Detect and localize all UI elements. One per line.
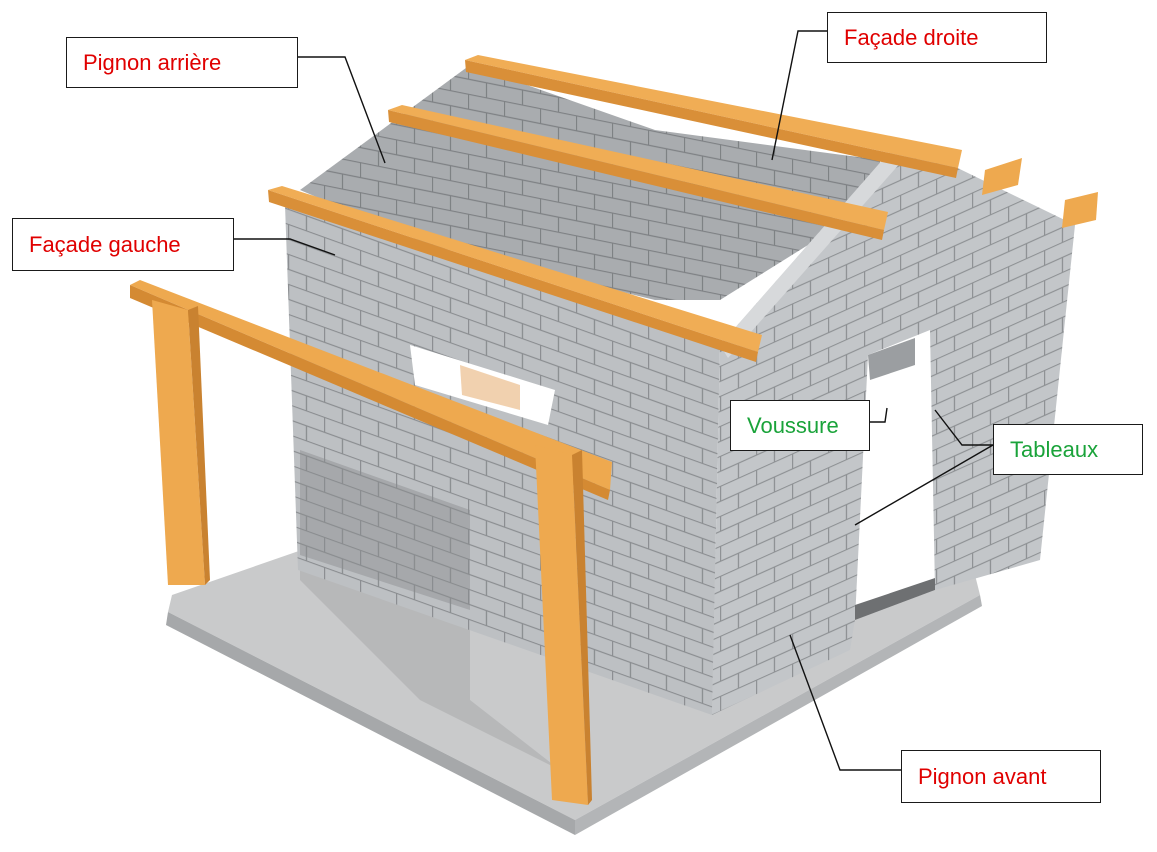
leader-pignon-avant [789,634,901,771]
left-wall [285,205,720,715]
rear-gable-inner [300,65,880,300]
leader-tableaux-1 [934,409,993,446]
leader-facade-droite [771,30,828,161]
leader-pignon-arriere [298,56,386,164]
door-opening [855,330,935,620]
label-voussure: Voussure [730,400,870,451]
leader-voussure [870,407,888,423]
label-facade-gauche: Façade gauche [12,218,234,271]
label-facade-droite: Façade droite [827,12,1047,63]
leader-tableaux-2 [854,444,994,526]
label-pignon-arriere: Pignon arrière [66,37,298,88]
roof-purlins [268,55,1098,362]
porch-frame [130,280,612,805]
label-tableaux: Tableaux [993,424,1143,475]
leader-facade-gauche [233,238,336,256]
label-pignon-avant: Pignon avant [901,750,1101,803]
leader-lines [233,30,994,771]
